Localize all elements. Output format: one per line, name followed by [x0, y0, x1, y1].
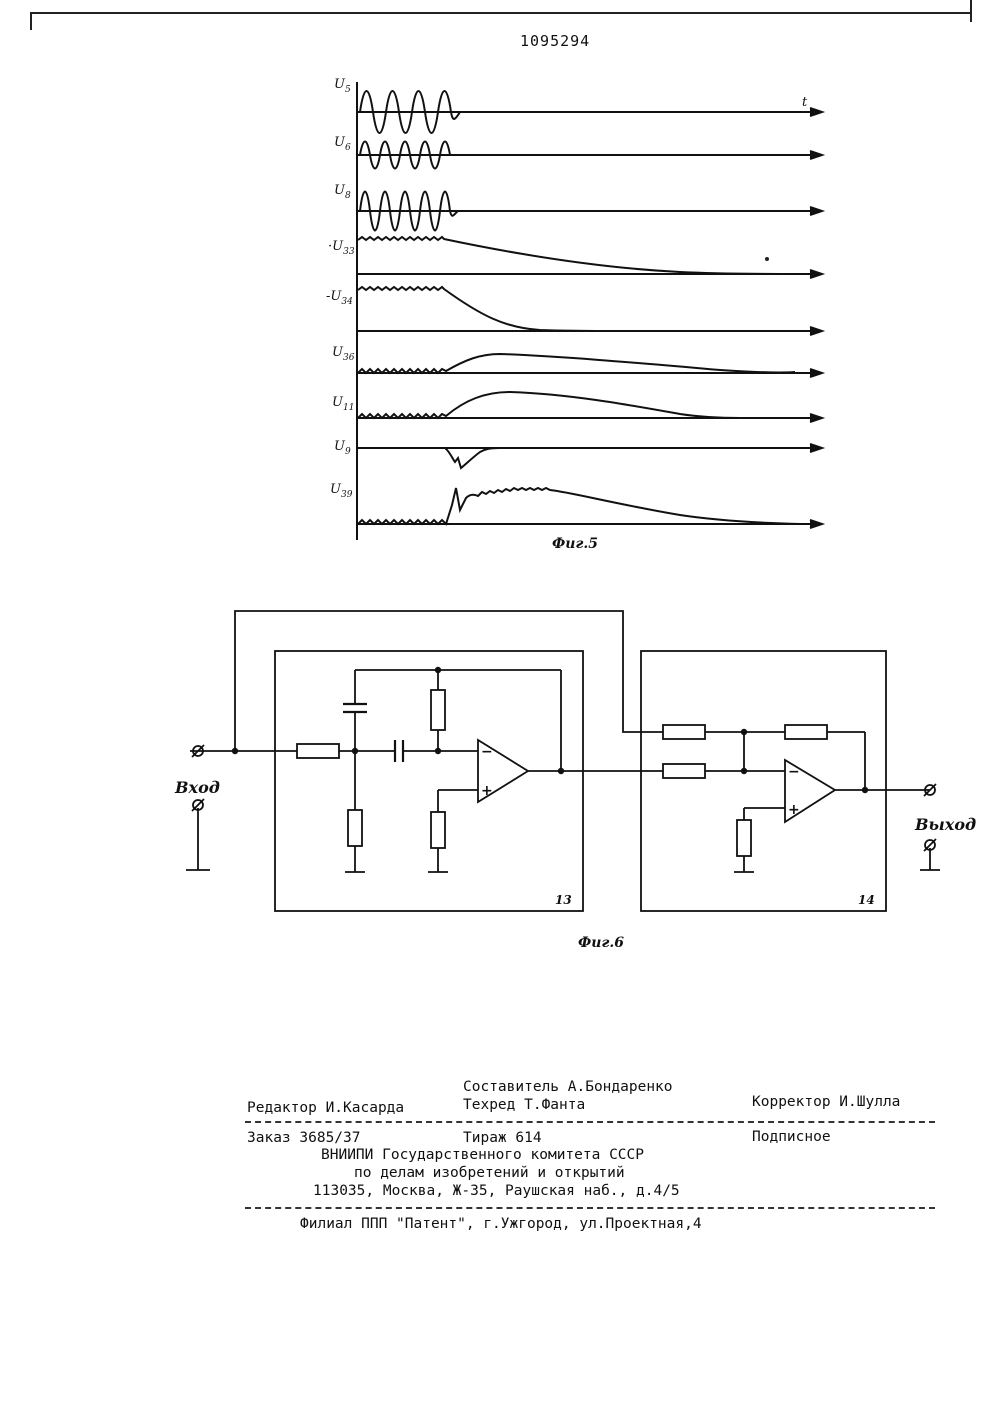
imprint-circulation: Тираж 614	[463, 1130, 542, 1146]
resistor-r6	[663, 764, 705, 778]
block-14-frame	[641, 651, 886, 911]
imprint-address: 113035, Москва, Ж-35, Раушская наб., д.4…	[313, 1183, 680, 1199]
divider-1	[245, 1121, 935, 1123]
resistor-r7	[785, 725, 827, 739]
output-label: Выход	[914, 815, 976, 834]
imprint-order: Заказ 3685/37	[247, 1130, 361, 1146]
resistor-r8	[737, 820, 751, 856]
input-label: Вход	[174, 778, 220, 797]
resistor-r4	[431, 812, 445, 848]
resistor-r5	[663, 725, 705, 739]
resistor-r2	[431, 690, 445, 730]
svg-text:−: −	[481, 744, 493, 760]
imprint-editor: Редактор И.Касарда	[247, 1100, 404, 1116]
feedback-wire	[235, 611, 663, 751]
fig6-circuit: − + − + Вход Выход 13 14 Фиг.6	[0, 0, 1000, 1000]
imprint-techred: Техред Т.Фанта	[463, 1097, 585, 1113]
block-14-label: 14	[858, 893, 875, 907]
imprint-subscription: Подписное	[752, 1129, 831, 1145]
block-13-label: 13	[555, 893, 572, 907]
imprint-corrector: Корректор И.Шулла	[752, 1094, 900, 1110]
svg-text:+: +	[481, 783, 493, 799]
imprint-compiler: Составитель А.Бондаренко	[463, 1079, 673, 1095]
svg-text:−: −	[788, 764, 800, 780]
imprint-branch: Филиал ППП "Патент", г.Ужгород, ул.Проек…	[300, 1216, 702, 1232]
svg-text:+: +	[788, 802, 800, 818]
fig6-caption: Фиг.6	[578, 935, 624, 951]
resistor-r1	[297, 744, 339, 758]
resistor-r3	[348, 810, 362, 846]
divider-2	[245, 1207, 935, 1209]
imprint-org-line2: по делам изобретений и открытий	[354, 1165, 625, 1181]
imprint-org-line1: ВНИИПИ Государственного комитета СССР	[321, 1147, 644, 1163]
